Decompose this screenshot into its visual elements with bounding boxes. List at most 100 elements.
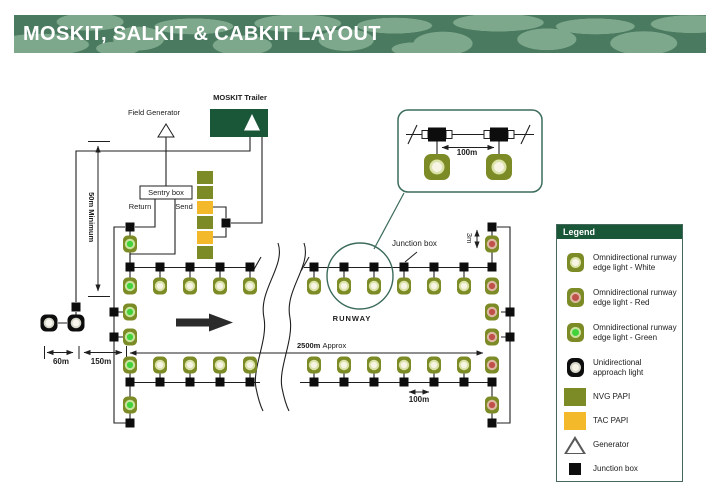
junction-box — [399, 262, 409, 272]
junction-box — [505, 332, 515, 342]
edge-light-white — [457, 356, 471, 374]
legend-items: Omnidirectional runway edge light - Whit… — [557, 239, 682, 481]
junction-box — [221, 218, 231, 228]
callout-connector-line — [373, 192, 405, 250]
legend-header: Legend — [557, 225, 682, 239]
detail-inset-box — [397, 109, 543, 193]
junction-box — [125, 418, 135, 428]
runway-break-wave-2 — [280, 242, 306, 412]
legend-panel: Legend Omnidirectional runway edge light… — [556, 224, 683, 482]
legend-item-label: Omnidirectional runway edge light - Gree… — [593, 322, 677, 342]
approach-light — [40, 314, 58, 332]
edge-light-white — [397, 277, 411, 295]
junction-box — [459, 377, 469, 387]
edge-light-white — [397, 356, 411, 374]
threshold-light-red — [485, 396, 499, 414]
junction-box — [309, 262, 319, 272]
papi-column — [197, 171, 213, 259]
junction-box — [245, 377, 255, 387]
junction-box — [155, 262, 165, 272]
junction-box — [339, 377, 349, 387]
field-generator-icon — [157, 123, 175, 138]
cable-trailer-to-approach — [75, 136, 251, 302]
junction-box — [215, 377, 225, 387]
tac-papi-block — [197, 231, 213, 244]
approach-light — [67, 314, 85, 332]
nvg-papi-block — [197, 171, 213, 184]
send-label: Send — [175, 202, 193, 211]
cable-papi-connectors — [213, 206, 227, 238]
generator-icon — [564, 436, 586, 454]
junction-box — [125, 377, 135, 387]
field-generator-label: Field Generator — [127, 108, 181, 117]
junction-box — [215, 262, 225, 272]
break-slashes — [252, 256, 310, 272]
edge-light-white — [243, 356, 257, 374]
junction-box — [459, 262, 469, 272]
junction-box — [487, 418, 497, 428]
detail-callout — [326, 192, 418, 310]
header-banner: MOSKIT, SALKIT & CABKIT LAYOUT — [14, 15, 706, 53]
edge-light-white — [183, 277, 197, 295]
junction-box — [109, 307, 119, 317]
legend-item-light-green: Omnidirectional runway edge light - Gree… — [563, 315, 677, 350]
junction-box-callout-label: Junction box — [392, 239, 437, 248]
legend-item-label: Omnidirectional runway edge light - Red — [593, 287, 677, 307]
junction-box — [487, 377, 497, 387]
dim-2500m-value: 2500m — [297, 341, 321, 350]
junction-box — [429, 262, 439, 272]
junction-box — [487, 262, 497, 272]
return-label: Return — [128, 202, 152, 211]
threshold-light-green — [123, 235, 137, 253]
callout-circle — [326, 242, 394, 310]
junction-box — [185, 262, 195, 272]
edge-light-green — [123, 277, 137, 295]
runway-direction-arrow — [176, 313, 233, 332]
cable-right-loop — [497, 226, 511, 424]
dim-60m-label: 60m — [52, 357, 69, 366]
dim-2500m-suffix: Approx — [322, 341, 347, 350]
lights-and-junction-boxes — [40, 218, 515, 428]
legend-item-junction: Junction box — [563, 457, 677, 481]
junction-box — [369, 262, 379, 272]
legend-item-label: Junction box — [593, 464, 638, 474]
dim-end-ticks — [44, 141, 127, 359]
junction-box — [309, 377, 319, 387]
nvg-papi-block — [197, 216, 213, 229]
light-white-icon — [566, 253, 584, 272]
edge-light-white — [367, 277, 381, 295]
legend-item-light-white: Omnidirectional runway edge light - Whit… — [563, 245, 677, 280]
junction-box — [339, 262, 349, 272]
legend-item-approach: Unidirectional approach light — [563, 350, 677, 385]
tac-papi-icon — [564, 412, 586, 430]
edge-light-white — [213, 356, 227, 374]
moskit-trailer — [210, 109, 268, 137]
light-red-icon — [566, 288, 584, 307]
page-title: MOSKIT, SALKIT & CABKIT LAYOUT — [23, 22, 381, 45]
runway-break-wave-1 — [254, 242, 280, 412]
edge-light-white — [153, 356, 167, 374]
light-tick-lines — [129, 231, 493, 419]
legend-item-generator: Generator — [563, 433, 677, 457]
edge-light-red — [485, 277, 499, 295]
approach-icon — [566, 358, 584, 377]
cable-left-loop — [113, 226, 126, 424]
nvg-papi-block — [197, 186, 213, 199]
tac-papi-block — [197, 201, 213, 214]
threshold-light-red — [485, 303, 499, 321]
dimension-lines — [44, 141, 484, 395]
junction-icon — [569, 463, 581, 475]
legend-item-label: Unidirectional approach light — [593, 357, 644, 377]
edge-light-white — [183, 356, 197, 374]
junction-box — [155, 377, 165, 387]
junction-box — [71, 302, 81, 312]
sentry-box-label: Sentry box — [148, 188, 184, 197]
trailer-triangle-icon — [244, 114, 260, 131]
dim-150m-label: 150m — [90, 357, 112, 366]
detail-edge-lights — [424, 154, 512, 180]
edge-light-white — [213, 277, 227, 295]
legend-item-label: TAC PAPI — [593, 416, 629, 426]
edge-light-white — [243, 277, 257, 295]
